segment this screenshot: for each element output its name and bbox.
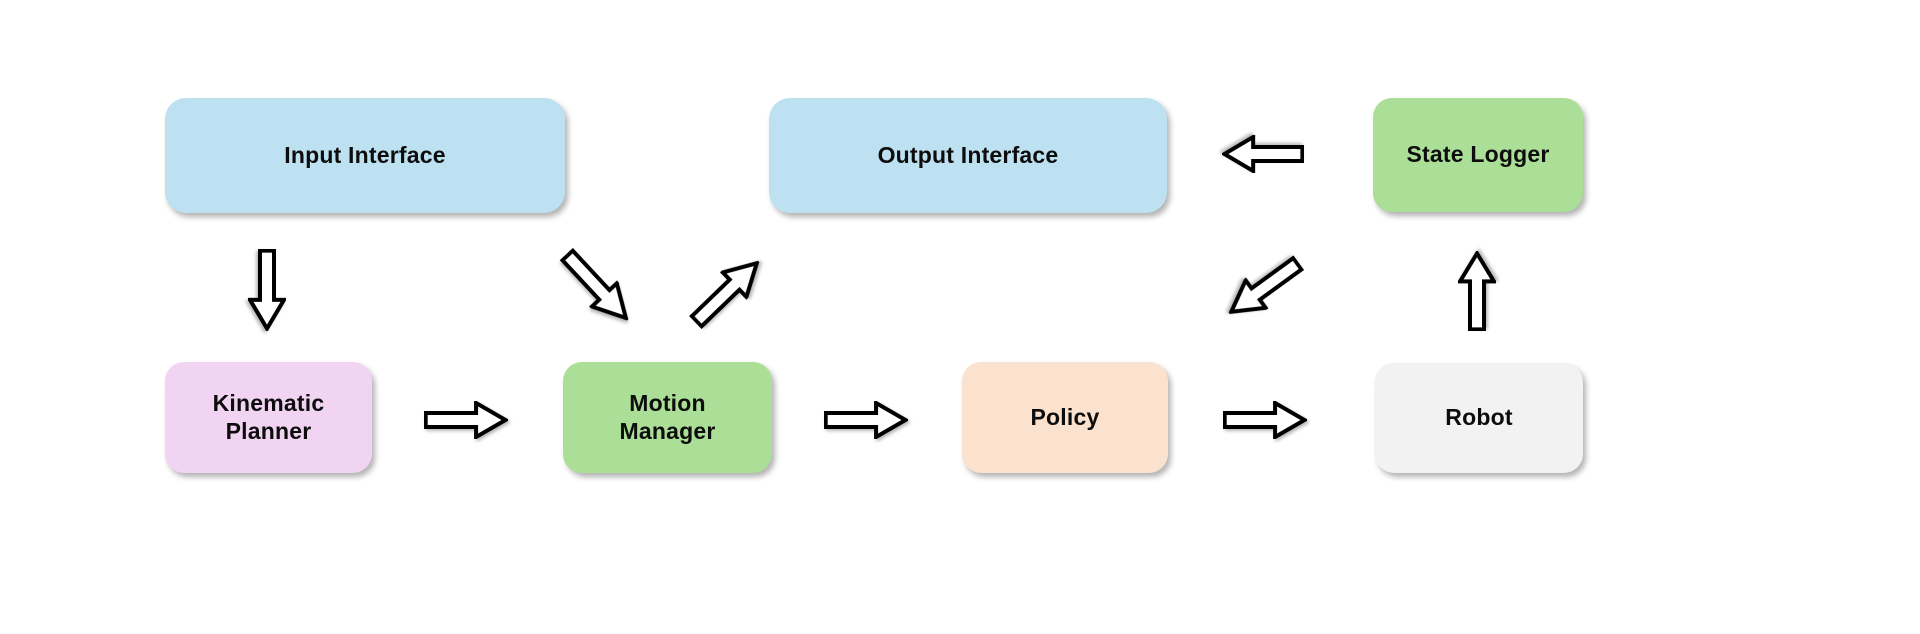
node-input-interface: Input Interface — [165, 98, 565, 213]
node-policy: Policy — [962, 362, 1168, 473]
block-arrow-down-icon — [248, 249, 286, 331]
node-label: State Logger — [1406, 141, 1550, 168]
block-arrow-left-icon — [1222, 135, 1304, 173]
node-label: Robot — [1445, 404, 1513, 431]
block-arrow-up-right-icon — [682, 248, 772, 336]
node-label: Input Interface — [284, 141, 446, 168]
node-label: Output Interface — [877, 141, 1059, 168]
block-arrow-right-icon — [1223, 401, 1307, 439]
node-motion-manager: Motion Manager — [563, 362, 772, 473]
block-arrow-right-icon — [424, 401, 508, 439]
node-label: Motion Manager — [619, 389, 716, 444]
block-arrow-up-icon — [1458, 251, 1496, 331]
node-kinematic-planner: Kinematic Planner — [165, 362, 372, 473]
node-output-interface: Output Interface — [769, 98, 1167, 213]
block-arrow-down-left-icon — [1218, 247, 1310, 328]
node-label: Policy — [1030, 403, 1100, 430]
block-arrow-right-icon — [824, 401, 908, 439]
node-state-logger: State Logger — [1373, 98, 1583, 212]
block-arrow-down-right-icon — [552, 241, 641, 333]
node-robot: Robot — [1375, 363, 1583, 473]
node-label: Kinematic Planner — [212, 389, 325, 444]
